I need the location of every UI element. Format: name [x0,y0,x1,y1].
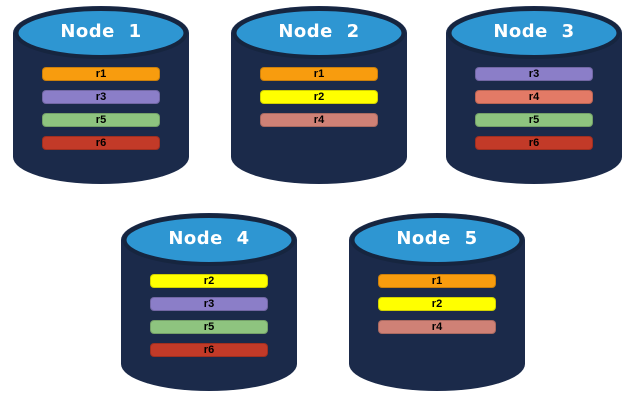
database-node-3: Node 3 r3 r4 r5 r6 [444,5,624,187]
cylinder-top-ellipse [14,7,188,59]
cylinder-top-ellipse [350,214,524,266]
replica-bar-r4: r4 [378,320,496,334]
cylinder-top-ellipse [232,7,406,59]
replica-list: r1 r2 r4 [260,67,378,127]
replica-bar-r6: r6 [42,136,160,150]
node-title: Node 5 [396,228,478,249]
database-node-1: Node 1 r1 r3 r5 r6 [11,5,191,187]
cylinder-top-ellipse [122,214,296,266]
replica-label: r6 [95,137,107,149]
replica-label: r6 [203,344,215,356]
replica-bar-r4: r4 [475,90,593,104]
node-title: Node 2 [278,21,360,42]
replica-label: r2 [313,91,325,103]
replica-bar-r1: r1 [42,67,160,81]
cylinder-top-ellipse [447,7,621,59]
replica-bar-r2: r2 [150,274,268,288]
replica-bar-r3: r3 [150,297,268,311]
replica-bar-r1: r1 [378,274,496,288]
replica-bar-r6: r6 [475,136,593,150]
replica-label: r1 [95,68,107,80]
database-node-4: Node 4 r2 r3 r5 r6 [119,212,299,394]
replica-list: r3 r4 r5 r6 [475,67,593,150]
replica-label: r2 [431,298,443,310]
replica-label: r3 [528,68,540,80]
replica-label: r5 [528,114,540,126]
replica-bar-r1: r1 [260,67,378,81]
replica-bar-r4: r4 [260,113,378,127]
replica-label: r6 [528,137,540,149]
replica-bar-r3: r3 [42,90,160,104]
replica-bar-r2: r2 [260,90,378,104]
replica-label: r3 [95,91,107,103]
replica-label: r3 [203,298,215,310]
database-node-2: Node 2 r1 r2 r4 [229,5,409,187]
replica-label: r2 [203,275,215,287]
replica-bar-r3: r3 [475,67,593,81]
node-title: Node 4 [168,228,250,249]
replica-list: r1 r3 r5 r6 [42,67,160,150]
replica-label: r1 [313,68,325,80]
replica-label: r4 [528,91,540,103]
replica-label: r5 [95,114,107,126]
replica-label: r1 [431,275,443,287]
replica-label: r4 [313,114,325,126]
replica-list: r1 r2 r4 [378,274,496,334]
database-node-5: Node 5 r1 r2 r4 [347,212,527,394]
replica-bar-r5: r5 [42,113,160,127]
replica-label: r4 [431,321,443,333]
replica-bar-r6: r6 [150,343,268,357]
replica-bar-r2: r2 [378,297,496,311]
replica-label: r5 [203,321,215,333]
replica-bar-r5: r5 [150,320,268,334]
node-title: Node 1 [60,21,142,42]
node-title: Node 3 [493,21,575,42]
replica-list: r2 r3 r5 r6 [150,274,268,357]
replica-bar-r5: r5 [475,113,593,127]
